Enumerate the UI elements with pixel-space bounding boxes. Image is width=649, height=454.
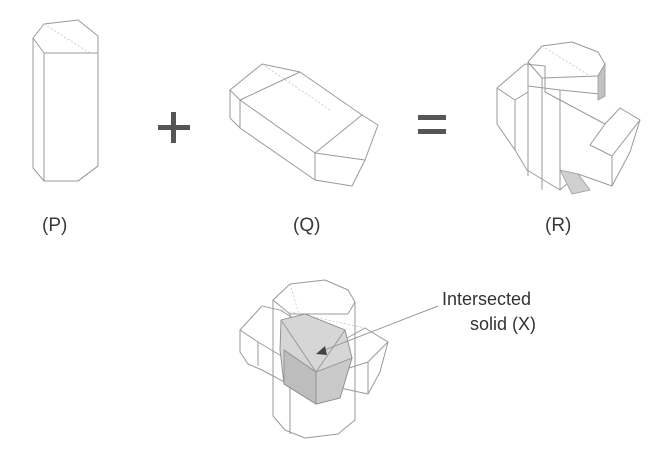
annotation-line-2: solid (X)	[470, 314, 536, 335]
label-q: (Q)	[293, 215, 320, 237]
plus-operator	[158, 112, 190, 143]
annotation-line-1: Intersected	[442, 289, 531, 310]
label-p: (P)	[42, 215, 67, 237]
equals-operator	[418, 115, 446, 134]
solid-r	[497, 42, 640, 194]
solid-p	[33, 20, 98, 181]
solid-x	[240, 280, 388, 438]
solid-q	[230, 64, 378, 186]
label-r: (R)	[545, 215, 571, 237]
